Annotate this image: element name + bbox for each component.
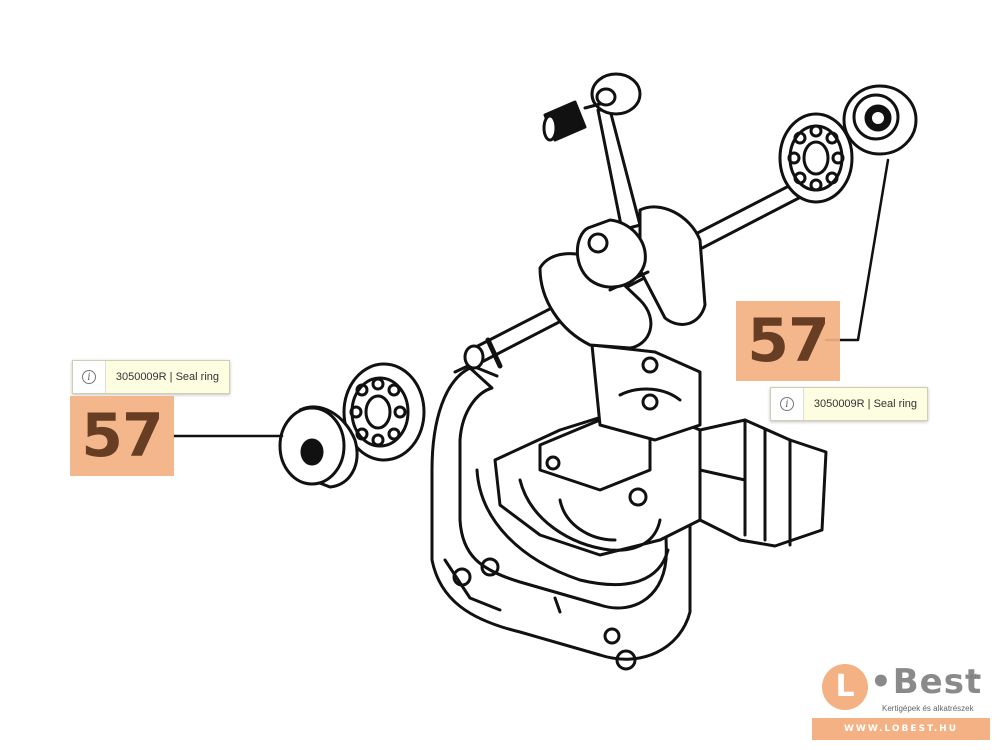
lobest-logo: L •Best Kft. Kertigépek és alkatrészek W… xyxy=(812,660,990,742)
right-bearing xyxy=(778,112,854,204)
crankcase-half xyxy=(430,343,828,671)
tooltip-left-text: 3050009R | Seal ring xyxy=(115,371,219,383)
left-bearing xyxy=(342,362,426,462)
logo-mark: L xyxy=(822,664,868,710)
logo-brand: •Best xyxy=(870,662,983,702)
part-callout-left[interactable]: 57 xyxy=(70,396,174,476)
info-icon[interactable]: i xyxy=(73,361,106,393)
tooltip-left: i 3050009R | Seal ring xyxy=(72,360,230,394)
connecting-rod xyxy=(542,72,647,289)
right-seal-ring xyxy=(842,84,918,156)
tooltip-right: i 3050009R | Seal ring xyxy=(770,387,928,421)
part-callout-right[interactable]: 57 xyxy=(736,301,840,381)
logo-tagline: Kertigépek és alkatrészek xyxy=(882,704,974,713)
tooltip-right-text: 3050009R | Seal ring xyxy=(813,398,917,410)
info-icon[interactable]: i xyxy=(771,388,804,420)
left-seal-ring xyxy=(278,405,359,489)
logo-suffix: Kft. xyxy=(970,674,981,681)
logo-url: WWW.LOBEST.HU xyxy=(812,718,990,740)
